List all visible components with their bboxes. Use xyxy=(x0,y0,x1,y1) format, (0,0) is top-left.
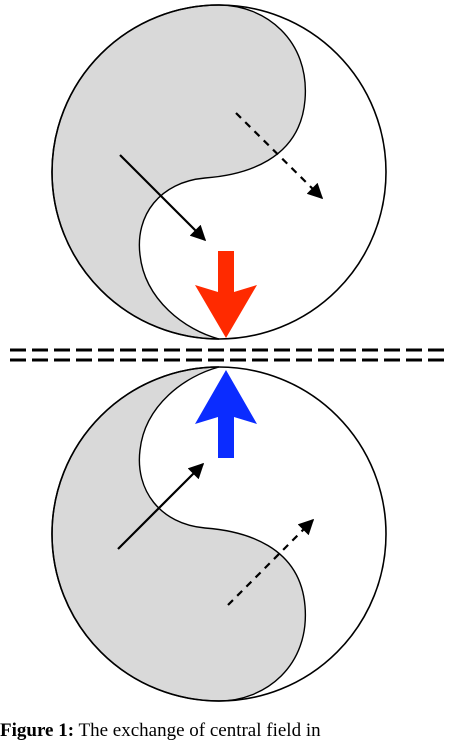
figure-caption: Figure 1: The exchange of central field … xyxy=(0,720,460,742)
bottom-disk-outline xyxy=(51,366,387,702)
blue-up-arrow-icon xyxy=(195,370,257,458)
figure-caption-text: The exchange of central field in xyxy=(78,720,321,741)
top-disk xyxy=(51,4,387,340)
red-down-arrow-icon xyxy=(195,251,257,338)
bottom-disk xyxy=(51,366,387,702)
top-solid-arrow xyxy=(119,154,207,242)
interface-double-dashed-line xyxy=(10,348,445,362)
bottom-solid-arrow xyxy=(117,462,205,550)
figure-label: Figure 1: xyxy=(0,720,75,741)
top-disk-outline xyxy=(51,4,387,340)
